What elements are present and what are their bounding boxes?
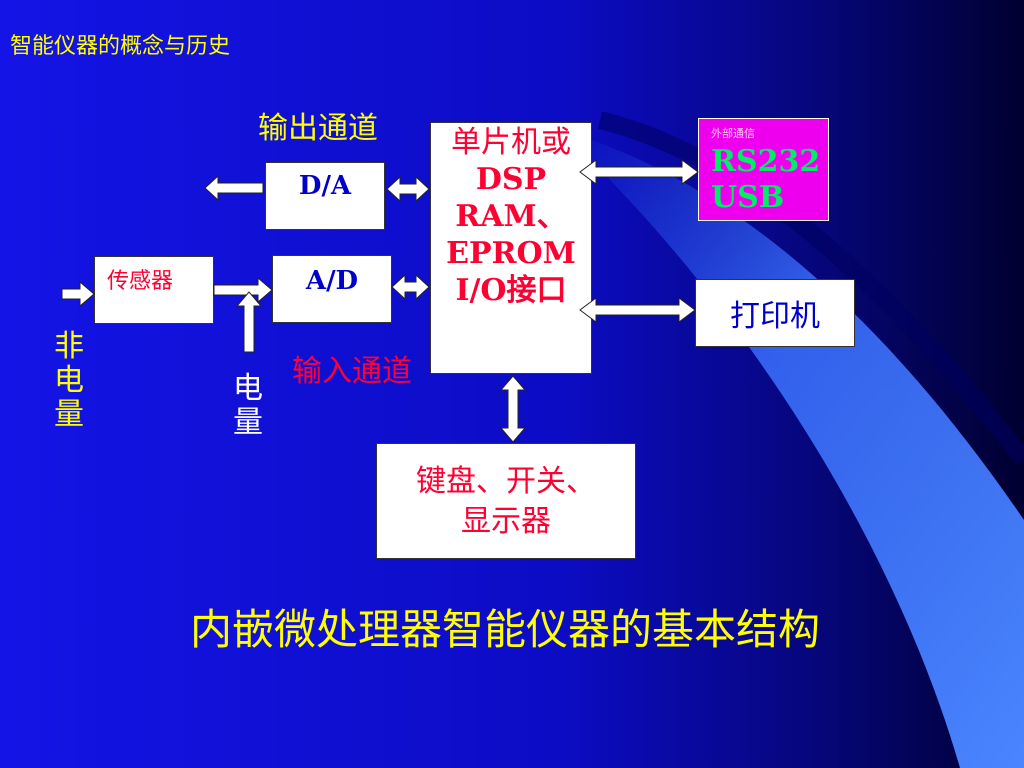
mcu-line: EPROM [446,236,576,271]
non-electric-char: 电 [54,363,84,398]
rs232-label: RS232 [711,144,821,179]
mcu-line: I/O接口 [455,273,567,308]
sensor-label: 传感器 [107,269,174,294]
ad-block: A/D [272,255,392,323]
slide-title: 智能仪器的概念与历史 [10,34,231,59]
sensor-to-ad-arrow [213,276,273,304]
external-comm-block: 外部通信 RS232 USB [698,118,829,221]
mcu-text: 单片机或 DSP RAM、 EPROM I/O接口 [430,124,592,309]
mcu-block [430,122,592,374]
non-electric-char: 量 [54,397,84,432]
mcu-ad-arrow [391,273,430,301]
non-electric-label: 非 电 量 [52,330,86,432]
non-electric-char: 非 [54,329,84,364]
da-label: D/A [298,171,352,201]
input-to-sensor-arrow [61,280,95,308]
keyboard-display-block: 键盘、开关、 显示器 [376,443,636,559]
input-channel-label: 输入通道 [292,354,412,389]
usb-label: USB [711,180,785,215]
keyboard-line: 键盘、开关、 [416,464,596,499]
printer-block: 打印机 [695,279,855,347]
da-block: D/A [265,162,385,230]
sensor-block: 传感器 [94,256,214,324]
mcu-da-arrow [386,175,430,203]
printer-label: 打印机 [730,299,820,334]
slide-caption: 内嵌微处理器智能仪器的基本结构 [190,605,821,654]
electric-char: 量 [233,405,263,440]
decorative-swoosh [560,130,1024,768]
electric-char: 电 [233,371,263,406]
output-channel-label: 输出通道 [258,111,378,146]
mcu-external-arrow [579,159,699,185]
mcu-line: 单片机或 [451,125,571,160]
external-comm-label: 外部通信 [711,127,755,140]
electric-input-arrow [235,291,263,353]
mcu-line: DSP [475,162,547,197]
keyboard-line: 显示器 [461,504,551,539]
ad-label: A/D [305,266,359,296]
mcu-keyboard-arrow [499,375,527,443]
mcu-line: RAM、 [455,199,567,234]
da-output-arrow [204,174,264,202]
electric-label: 电 量 [231,372,265,440]
mcu-printer-arrow [579,297,696,323]
